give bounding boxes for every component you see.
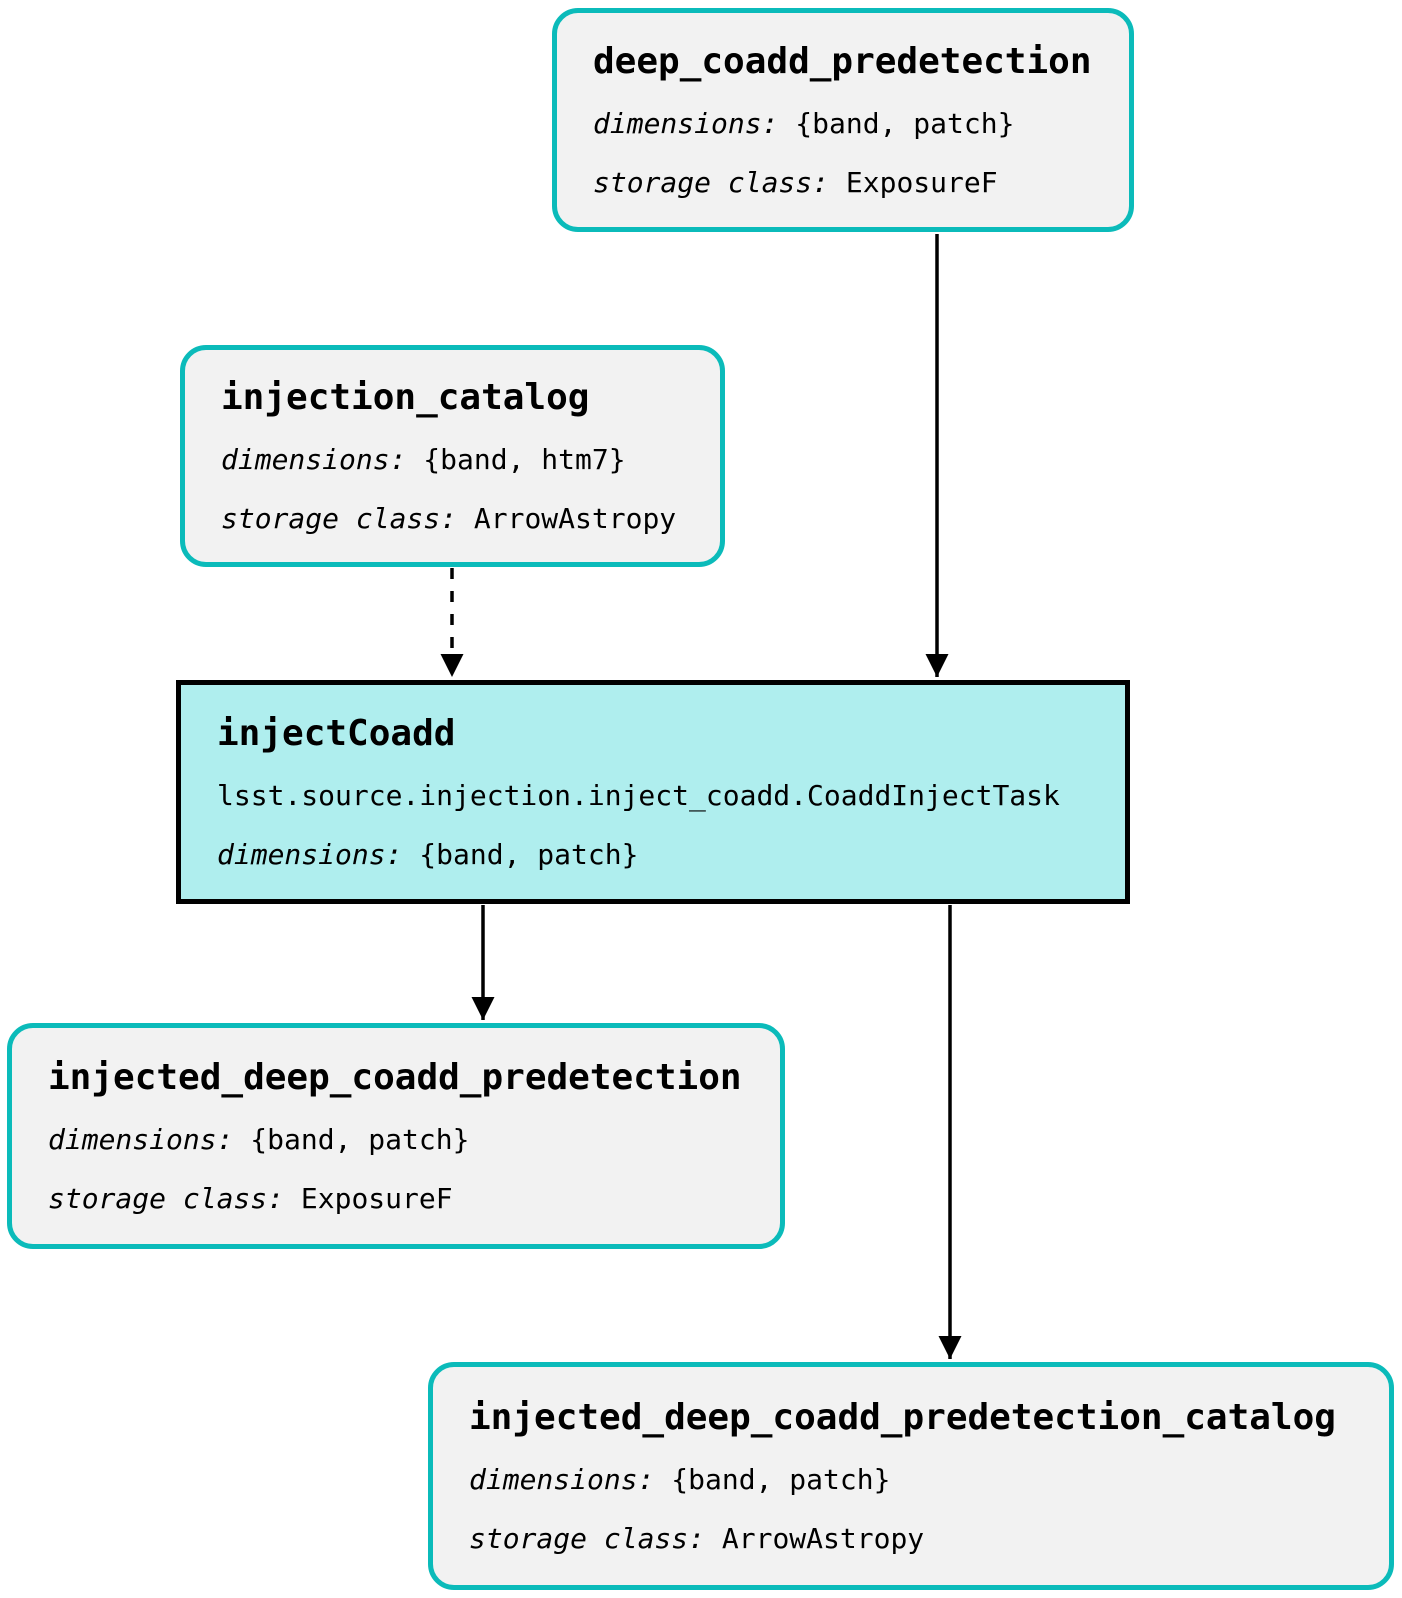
- node-dimensions: dimensions: {band, patch}: [217, 838, 1089, 872]
- node-injection-catalog: injection_catalog dimensions: {band, htm…: [180, 345, 725, 567]
- dimensions-label: dimensions:: [48, 1123, 234, 1157]
- node-title: injected_deep_coadd_predetection: [48, 1056, 742, 1098]
- dimensions-label: dimensions:: [217, 837, 403, 871]
- node-title: injection_catalog: [221, 376, 590, 418]
- node-storage-class: storage class: ExposureF: [48, 1182, 744, 1216]
- dimensions-value: {band, patch}: [250, 1123, 470, 1157]
- dimensions-label: dimensions:: [221, 443, 407, 477]
- node-dimensions: dimensions: {band, patch}: [469, 1463, 1353, 1497]
- storage-class-label: storage class:: [593, 165, 830, 199]
- node-injectcoadd-task: injectCoadd lsst.source.injection.inject…: [176, 680, 1130, 904]
- node-dimensions: dimensions: {band, htm7}: [221, 443, 684, 477]
- storage-class-value: ArrowAstropy: [721, 1521, 925, 1555]
- node-storage-class: storage class: ExposureF: [593, 166, 1093, 200]
- storage-class-value: ArrowAstropy: [473, 501, 677, 535]
- node-deep-coadd-predetection: deep_coadd_predetection dimensions: {ban…: [552, 8, 1134, 232]
- node-dimensions: dimensions: {band, patch}: [593, 107, 1093, 141]
- storage-class-label: storage class:: [221, 501, 458, 535]
- node-injected-deep-coadd-predetection-catalog: injected_deep_coadd_predetection_catalog…: [428, 1362, 1394, 1590]
- storage-class-value: ExposureF: [845, 165, 998, 199]
- dimensions-value: {band, patch}: [419, 837, 639, 871]
- node-title: injected_deep_coadd_predetection_catalog: [469, 1396, 1336, 1438]
- storage-class-label: storage class:: [469, 1521, 706, 1555]
- node-title: injectCoadd: [217, 712, 456, 754]
- node-title: deep_coadd_predetection: [593, 40, 1092, 82]
- node-injected-deep-coadd-predetection: injected_deep_coadd_predetection dimensi…: [7, 1023, 785, 1249]
- storage-class-label: storage class:: [48, 1181, 285, 1215]
- dimensions-value: {band, htm7}: [423, 443, 626, 477]
- storage-class-value: ExposureF: [300, 1181, 453, 1215]
- task-class: lsst.source.injection.inject_coadd.Coadd…: [217, 779, 1060, 813]
- dimensions-value: {band, patch}: [671, 1463, 891, 1497]
- node-dimensions: dimensions: {band, patch}: [48, 1123, 744, 1157]
- dimensions-label: dimensions:: [469, 1463, 655, 1497]
- node-storage-class: storage class: ArrowAstropy: [221, 502, 684, 536]
- dimensions-label: dimensions:: [593, 107, 779, 141]
- dimensions-value: {band, patch}: [795, 107, 1015, 141]
- node-storage-class: storage class: ArrowAstropy: [469, 1522, 1353, 1556]
